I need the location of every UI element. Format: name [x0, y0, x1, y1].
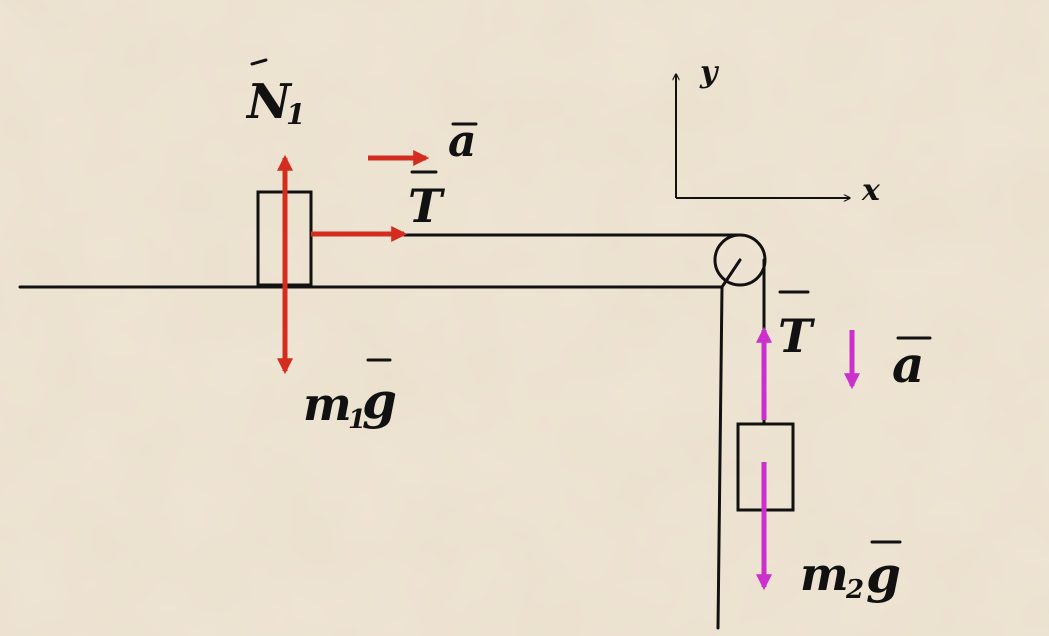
svg-text:N: N — [245, 74, 293, 130]
svg-text:T: T — [408, 179, 446, 233]
svg-text:m: m — [303, 377, 352, 431]
svg-text:T: T — [778, 309, 816, 363]
svg-text:m: m — [800, 547, 849, 601]
acceleration-2-label: a — [892, 335, 932, 394]
table-edge — [716, 285, 724, 630]
svg-text:a: a — [448, 116, 477, 167]
svg-text:g: g — [866, 545, 901, 604]
tension-2-label: T — [778, 290, 816, 363]
y-axis-label: y — [699, 55, 720, 90]
svg-text:g: g — [362, 371, 397, 430]
svg-text:a: a — [892, 335, 924, 394]
pulley — [713, 233, 767, 287]
svg-text:2: 2 — [845, 575, 864, 605]
pulley-mount — [720, 258, 742, 289]
acceleration-1-label: a — [448, 116, 478, 167]
weight-2-label: m 2 g — [800, 540, 902, 605]
weight-1-label: m 1 g — [303, 358, 397, 435]
x-axis-label: x — [861, 173, 881, 208]
svg-text:1: 1 — [348, 405, 366, 435]
tension-1-label: T — [408, 170, 446, 233]
svg-text:1: 1 — [286, 98, 305, 131]
normal-force-label: N 1 — [245, 58, 305, 131]
